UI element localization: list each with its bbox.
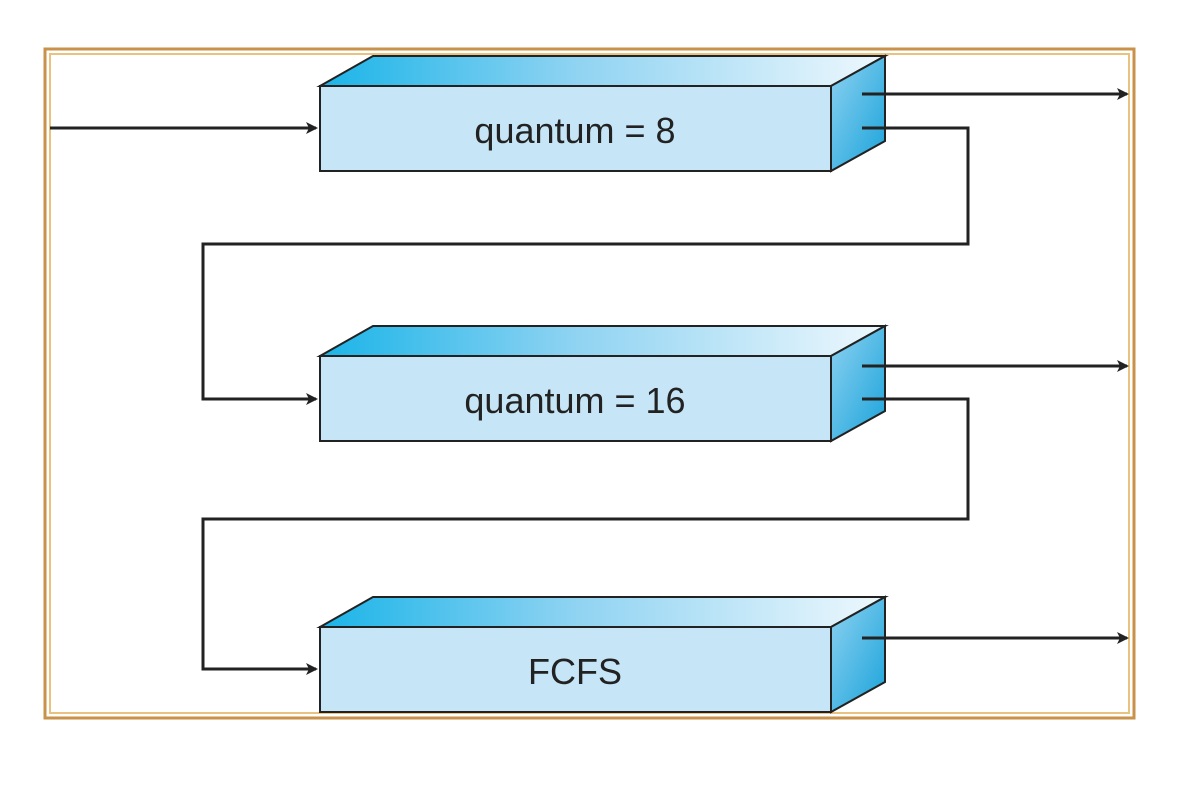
queue-box-2-top <box>316 325 889 357</box>
queue-box-2: quantum = 16 <box>316 324 889 443</box>
queue-box-1-front <box>319 85 832 172</box>
queue-box-3-front <box>319 626 832 713</box>
diagram-frame <box>43 47 1136 720</box>
queue-label-3: FCFS <box>528 651 622 692</box>
queue-box-2-front <box>319 355 832 442</box>
queue-box-3: FCFS <box>316 595 889 714</box>
demote-arrow-1-to-2 <box>201 126 970 405</box>
queue-label-1: quantum = 8 <box>474 110 675 151</box>
queue-box-1: quantum = 8 <box>316 54 889 173</box>
demote-arrow-2-to-3 <box>201 397 970 675</box>
queue-label-2: quantum = 16 <box>464 380 685 421</box>
queue-box-3-top <box>316 596 889 628</box>
queue-box-1-top <box>316 55 889 87</box>
